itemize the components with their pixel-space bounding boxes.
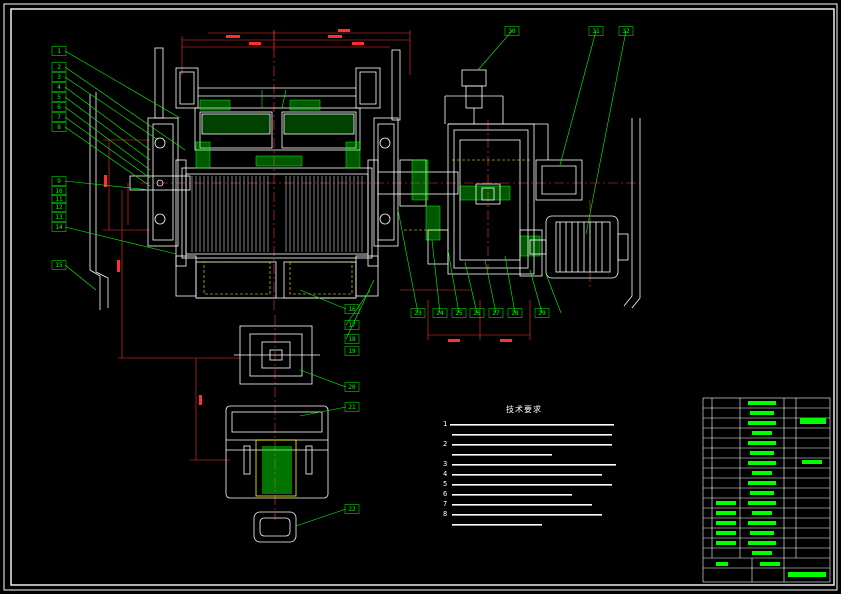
winch-body xyxy=(129,47,459,299)
balloon-label: 16 xyxy=(348,306,356,313)
balloon-label: 30 xyxy=(508,28,516,35)
gearbox xyxy=(427,69,583,277)
balloon-6: 6 xyxy=(51,102,67,112)
balloon-32: 32 xyxy=(618,26,634,36)
dimension-lines xyxy=(103,30,531,461)
balloon-16: 16 xyxy=(344,304,360,314)
tech-note-number: 3 xyxy=(443,460,448,468)
balloon-26: 26 xyxy=(469,308,485,318)
balloon-label: 2 xyxy=(57,64,61,71)
balloon-label: 8 xyxy=(57,124,61,131)
balloon-label: 21 xyxy=(348,404,356,411)
motor xyxy=(529,215,629,279)
balloon-15: 15 xyxy=(51,260,67,270)
balloon-label: 15 xyxy=(55,262,63,269)
balloon-25: 25 xyxy=(451,308,467,318)
balloon-13: 13 xyxy=(51,212,67,222)
balloon-20: 20 xyxy=(344,382,360,392)
balloon-3: 3 xyxy=(51,72,67,82)
title-block-entries xyxy=(716,401,826,577)
tech-note-number: 4 xyxy=(443,470,448,478)
brake-top-view xyxy=(234,325,320,385)
balloon-label: 18 xyxy=(348,336,356,343)
balloon-label: 23 xyxy=(414,310,422,317)
tech-note-number: 5 xyxy=(443,480,448,488)
balloon-18: 18 xyxy=(344,334,360,344)
guide-rails xyxy=(89,92,641,310)
shoe-detail xyxy=(253,511,297,543)
hidden-lines xyxy=(203,159,530,295)
balloon-21: 21 xyxy=(344,402,360,412)
balloon-17: 17 xyxy=(344,320,360,330)
balloon-label: 20 xyxy=(348,384,356,391)
balloon-12: 12 xyxy=(51,202,67,212)
leader-lines xyxy=(64,30,627,527)
tech-note-number: 1 xyxy=(443,420,448,428)
balloon-31: 31 xyxy=(588,26,604,36)
brake-side-view xyxy=(225,405,329,499)
tech-note-number: 8 xyxy=(443,510,448,518)
tech-note-number: 2 xyxy=(443,440,448,448)
balloon-11: 11 xyxy=(51,194,67,204)
drum-grooves xyxy=(191,176,363,252)
title-block xyxy=(702,397,831,583)
balloon-label: 13 xyxy=(55,214,63,221)
balloon-23: 23 xyxy=(410,308,426,318)
balloon-label: 12 xyxy=(55,204,63,211)
balloon-label: 6 xyxy=(57,104,61,111)
balloon-27: 27 xyxy=(488,308,504,318)
balloon-label: 10 xyxy=(55,188,63,195)
balloon-label: 29 xyxy=(538,310,546,317)
balloon-label: 1 xyxy=(57,48,61,55)
balloon-label: 25 xyxy=(455,310,463,317)
dimension-texts xyxy=(104,29,512,405)
balloon-label: 4 xyxy=(57,84,61,91)
balloon-label: 14 xyxy=(55,224,63,231)
balloon-9: 9 xyxy=(51,176,67,186)
balloon-5: 5 xyxy=(51,92,67,102)
balloon-2: 2 xyxy=(51,62,67,72)
tech-note-number: 6 xyxy=(443,490,448,498)
balloon-label: 27 xyxy=(492,310,500,317)
balloon-label: 22 xyxy=(348,506,356,513)
balloon-28: 28 xyxy=(507,308,523,318)
inner-border xyxy=(10,8,835,586)
hatched-sections xyxy=(195,99,541,257)
balloon-label: 5 xyxy=(57,94,61,101)
balloon-8: 8 xyxy=(51,122,67,132)
balloon-29: 29 xyxy=(534,308,550,318)
balloon-label: 24 xyxy=(436,310,444,317)
balloon-1: 1 xyxy=(51,46,67,56)
brake-section-hatch xyxy=(262,446,292,494)
balloon-label: 26 xyxy=(473,310,481,317)
balloon-label: 3 xyxy=(57,74,61,81)
tech-notes-title: 技术要求 xyxy=(506,405,542,414)
balloon-label: 19 xyxy=(348,348,356,355)
balloon-label: 9 xyxy=(57,178,61,185)
balloon-7: 7 xyxy=(51,112,67,122)
balloon-30: 30 xyxy=(504,26,520,36)
balloon-label: 31 xyxy=(592,28,600,35)
balloon-10: 10 xyxy=(51,186,67,196)
balloon-14: 14 xyxy=(51,222,67,232)
balloon-4: 4 xyxy=(51,82,67,92)
balloon-label: 32 xyxy=(622,28,630,35)
tech-note-number: 7 xyxy=(443,500,448,508)
balloon-24: 24 xyxy=(432,308,448,318)
balloon-22: 22 xyxy=(344,504,360,514)
balloon-19: 19 xyxy=(344,346,360,356)
outer-border xyxy=(3,3,838,591)
balloon-label: 11 xyxy=(55,196,63,203)
balloon-label: 17 xyxy=(348,322,356,329)
balloon-label: 28 xyxy=(511,310,519,317)
tech-notes-lines xyxy=(450,424,616,526)
balloon-label: 7 xyxy=(57,114,61,121)
